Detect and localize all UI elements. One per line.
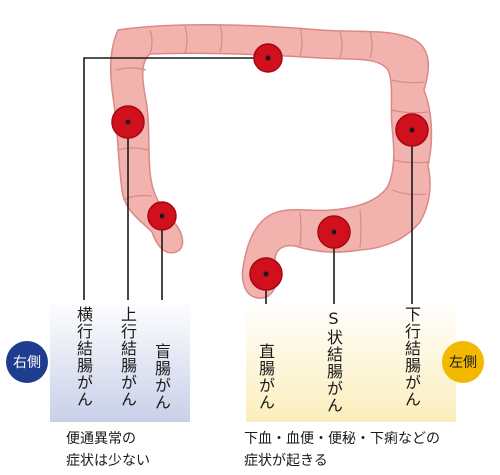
tumor-dots [125,55,415,277]
left-side-panel [246,300,456,422]
left-side-badge-label: 左側 [449,355,477,371]
label-cecum-cancer: 盲腸がん [152,343,171,411]
tumors [111,43,429,291]
label-sigmoid-colon-cancer: S状結腸がん [324,309,343,414]
left-side-note-line-2: 症状が起きる [244,453,328,469]
colon-shape [109,23,433,299]
right-side-panel [50,300,190,422]
leader-transverse [83,57,268,300]
label-transverse-colon-cancer: 横行結腸がん [74,306,93,408]
right-side-badge-label: 右側 [13,355,41,371]
right-side-note-line-1: 便通異常の [66,431,136,447]
right-side-badge: 右側 [6,341,48,383]
right-side-note-line-2: 症状は少ない [66,453,150,469]
label-ascending-colon-cancer: 上行結腸がん [118,306,137,408]
left-side-note: 下血・血便・便秘・下痢などの 症状が起きる [244,428,440,472]
label-descending-colon-cancer: 下行結腸がん [402,306,421,408]
colon-haustra [115,24,431,249]
left-side-note-line-1: 下血・血便・便秘・下痢などの [244,431,440,447]
left-side-badge: 左側 [442,341,484,383]
label-rectal-cancer: 直腸がん [256,343,275,411]
right-side-note: 便通異常の 症状は少ない [66,428,150,472]
